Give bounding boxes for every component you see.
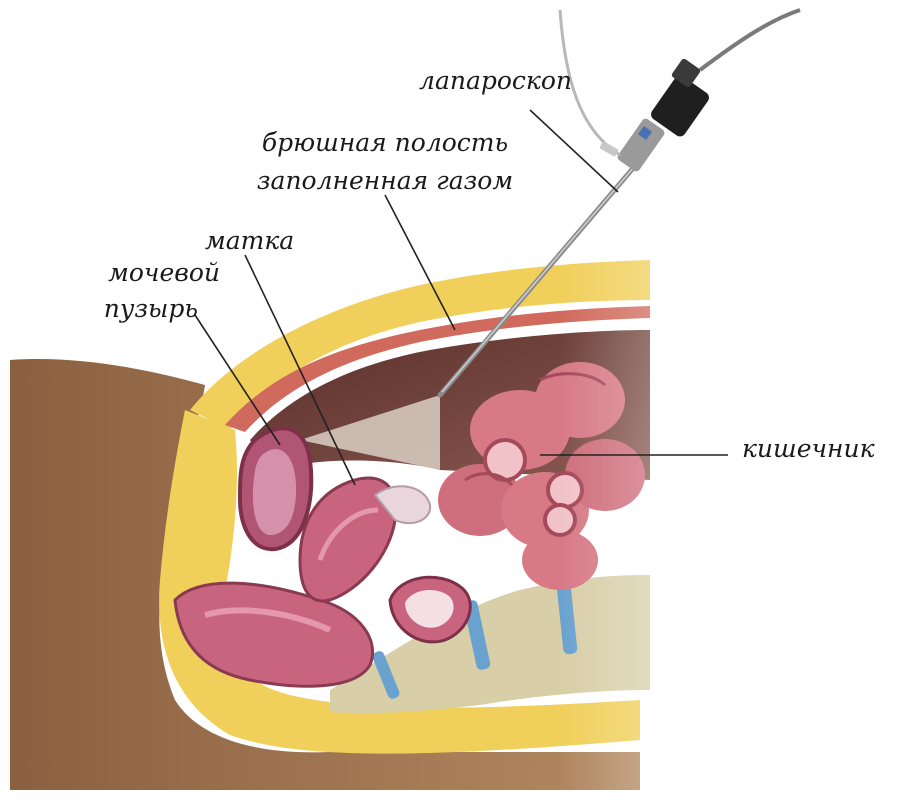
light-cone xyxy=(300,395,440,470)
laparoscope-icon xyxy=(558,8,801,172)
rectum-fold xyxy=(204,607,332,633)
leader-line-cavity xyxy=(384,194,456,331)
label-laparoscope: лапароскоп xyxy=(419,66,572,95)
label-cavity-line2: заполненная газом xyxy=(256,166,514,195)
label-bladder-line1: мочевой xyxy=(108,258,220,287)
vertebral-disc xyxy=(372,651,400,699)
laparoscope-shaft-highlight xyxy=(441,159,641,393)
vertebral-disc xyxy=(463,600,491,670)
body-skin xyxy=(10,359,640,790)
label-uterus: матка xyxy=(205,226,295,255)
uterus-fold xyxy=(317,507,379,561)
bladder-inner xyxy=(252,449,297,536)
edge-fade xyxy=(560,240,920,800)
label-bladder-line2: пузырь xyxy=(103,294,198,323)
leader-lines xyxy=(194,109,728,486)
leader-line-bladder xyxy=(194,314,281,446)
label-cavity-line1: брюшная полость xyxy=(261,128,509,157)
label-intestine: кишечник xyxy=(742,434,875,463)
leader-line-uterus xyxy=(244,254,356,486)
ovary xyxy=(373,485,432,525)
leader-line-laparoscope xyxy=(529,109,619,193)
abdominal-fat-layer xyxy=(190,260,650,430)
bowel-loop-pelvic-inner xyxy=(405,590,454,628)
